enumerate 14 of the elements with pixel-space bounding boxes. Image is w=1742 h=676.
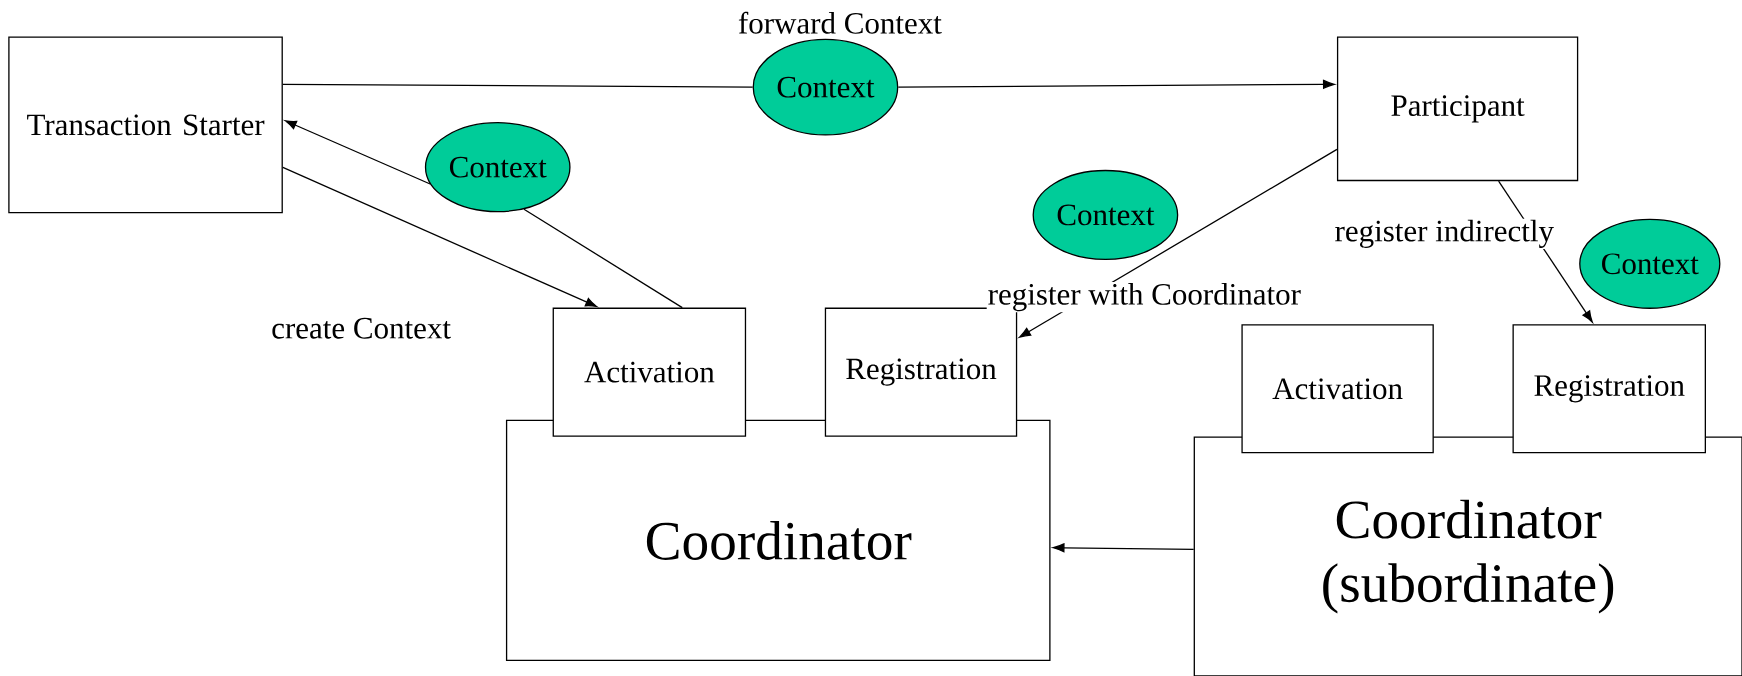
caption-label: forward Context	[738, 11, 942, 34]
process-box: Participant	[1336, 36, 1579, 182]
arrow	[1052, 543, 1195, 553]
edge-label: create Context	[270, 316, 452, 340]
edge-label: register indirectly	[1333, 218, 1555, 249]
arrow	[897, 79, 1335, 89]
process-box: Transaction Starter	[8, 36, 283, 214]
service-box: Activation	[1241, 324, 1434, 454]
service-box: Registration	[1512, 324, 1706, 454]
component-box: Coordinator (subordinate)	[1193, 436, 1742, 676]
arrow	[284, 120, 431, 185]
edge-label: register with Coordinator	[986, 282, 1302, 313]
arrow	[282, 166, 598, 308]
service-box: Activation	[552, 307, 747, 437]
